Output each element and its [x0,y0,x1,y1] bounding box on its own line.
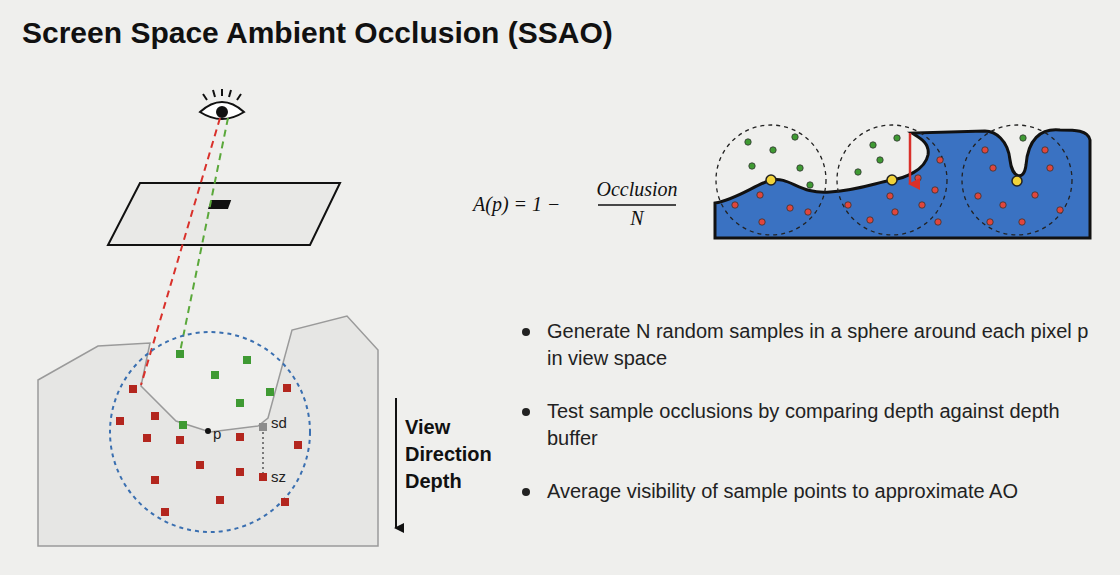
formula-lhs: A(p) = 1 − [473,193,561,216]
sample-point [749,163,755,169]
bullet-text: Test sample occlusions by comparing dept… [547,398,1092,452]
sample-point [161,508,169,516]
sample-point [1047,165,1053,171]
sample-point [236,468,244,476]
sample-point [932,187,938,193]
sample-point [845,202,851,208]
sample-point [266,388,274,396]
sample-label: sd [271,414,287,431]
formula-denominator: N [630,207,643,230]
sample-point [283,384,291,392]
bullet-text: Average visibility of sample points to a… [547,478,1092,505]
depth-compare-line [262,432,264,473]
sample-point [196,461,204,469]
sample-point [935,219,941,225]
sample-point [243,356,251,364]
sample-point [792,134,798,140]
sample-point [281,498,289,506]
sample-point [1020,135,1026,141]
sample-point [1000,202,1006,208]
sample-point [294,441,302,449]
sample-point [975,193,981,199]
sample-point [211,371,219,379]
point-label: p [213,425,221,442]
view-direction-arrow [395,398,397,528]
sample-point [236,399,244,407]
sample-point [805,209,811,215]
sample-point [990,165,996,171]
sample-point [151,476,159,484]
sample-point [915,175,921,181]
sample-point [877,157,883,163]
sample-point [987,219,993,225]
sample-point [867,217,873,223]
depth-sample [259,423,267,431]
sample-point [176,436,184,444]
occlusion-arrow [909,133,912,184]
slide-title: Screen Space Ambient Occlusion (SSAO) [22,16,613,50]
surface-points [766,175,1022,186]
view-ray [180,118,228,352]
sample-point [151,412,159,420]
sample-point [787,205,793,211]
sample-points [116,350,302,516]
sample-point [129,385,137,393]
bullet-text: Generate N random samples in a sphere ar… [547,318,1092,372]
sample-point [745,139,751,145]
sample-point [1019,219,1025,225]
sample-points [732,134,1063,225]
sample-point [1057,207,1063,213]
sample-point [919,202,925,208]
sample-point [1032,192,1038,198]
sample-point [870,142,876,148]
surface-profile [715,130,1090,238]
fraction-bar [598,204,676,205]
sample-point [982,147,988,153]
eye-icon [200,89,244,119]
sample-point [236,433,244,441]
sample-point [732,202,738,208]
axis-label: View Direction Depth [405,414,509,495]
sample-point [1042,147,1048,153]
bullet-dot [522,408,530,416]
sample-point [259,473,267,481]
scene-geometry [38,316,378,546]
sample-point [216,496,224,504]
sample-point [894,135,900,141]
screen-plane [108,183,340,245]
sample-point [887,193,893,199]
hemisphere-outlines [716,125,1072,235]
bullet-dot [522,488,530,496]
sample-point [770,147,776,153]
bullet-dot [522,328,530,336]
sample-point [759,219,765,225]
sample-label: sz [271,468,286,485]
sample-point [143,434,151,442]
formula-numerator: Occlusion [596,178,677,201]
sample-point [179,421,187,429]
sample-point [855,169,861,175]
pixel-point [205,428,211,434]
sample-point [757,192,763,198]
sample-point [892,209,898,215]
sample-point [797,165,803,171]
sample-point [937,157,943,163]
sample-point [176,350,184,358]
sample-point [807,182,813,188]
sample-point [116,417,124,425]
sample-sphere [110,332,310,532]
